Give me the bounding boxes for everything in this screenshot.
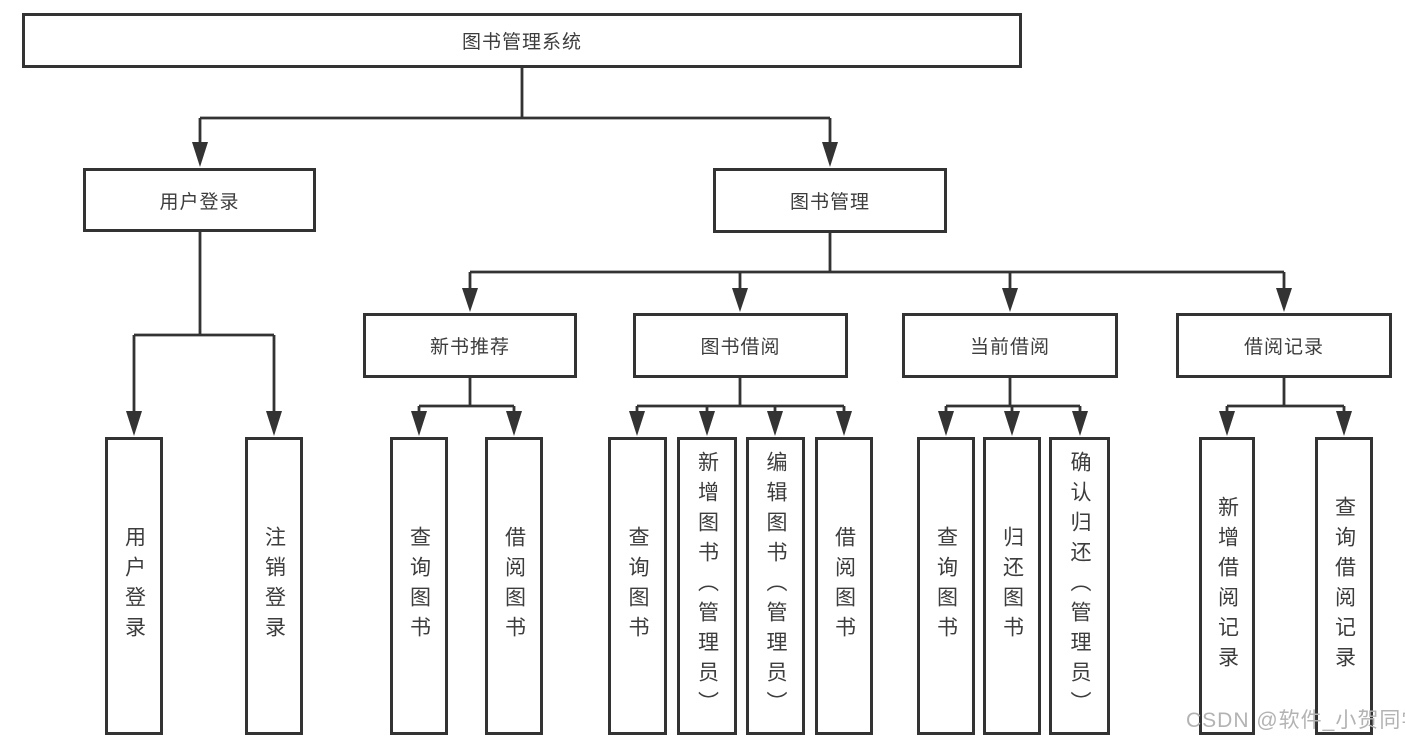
connector-root [192, 68, 838, 167]
connector-current-borrow [938, 378, 1088, 436]
leaf-query-books-recommend: 查询图书 [390, 437, 448, 735]
leaf-add-book-admin: 新增图书（管理员） [677, 437, 737, 735]
arrow-down-icon [1276, 288, 1292, 312]
arrow-down-icon [1072, 411, 1088, 436]
arrow-down-icon [1002, 288, 1018, 312]
node-borrow-records-label: 借阅记录 [1243, 337, 1324, 358]
leaf-borrow-books: 借阅图书 [815, 437, 873, 735]
arrow-down-icon [699, 411, 715, 436]
node-new-book-recommend-label: 新书推荐 [429, 337, 510, 358]
leaf-query-borrow-record: 查询借阅记录 [1315, 437, 1373, 735]
arrow-down-icon [1219, 411, 1235, 436]
node-current-borrow: 当前借阅 [902, 313, 1118, 378]
node-root-label: 图书管理系统 [461, 32, 582, 53]
node-book-management-label: 图书管理 [789, 192, 870, 213]
arrow-down-icon [822, 142, 838, 167]
connector-new-book-recommend [411, 378, 522, 436]
leaf-confirm-return-admin: 确认归还（管理员） [1049, 437, 1110, 735]
node-borrow-records: 借阅记录 [1176, 313, 1392, 378]
arrow-down-icon [1004, 411, 1020, 436]
node-book-borrow: 图书借阅 [633, 313, 848, 378]
node-new-book-recommend: 新书推荐 [363, 313, 577, 378]
arrow-down-icon [629, 411, 645, 436]
connector-user-login [126, 232, 282, 436]
arrow-down-icon [836, 411, 852, 436]
leaf-user-login: 用户登录 [105, 437, 163, 735]
node-user-login: 用户登录 [83, 168, 316, 232]
node-current-borrow-label: 当前借阅 [969, 337, 1050, 358]
arrow-down-icon [192, 142, 208, 167]
node-book-borrow-label: 图书借阅 [700, 337, 781, 358]
leaf-edit-book-admin: 编辑图书（管理员） [746, 437, 805, 735]
connector-borrow-records [1219, 378, 1352, 436]
node-user-login-label: 用户登录 [159, 191, 240, 213]
arrow-down-icon [506, 411, 522, 436]
arrow-down-icon [938, 411, 954, 436]
arrow-down-icon [126, 411, 142, 436]
connector-book-management [462, 233, 1292, 312]
arrow-down-icon [767, 411, 783, 436]
leaf-borrow-books-recommend: 借阅图书 [485, 437, 543, 735]
arrow-down-icon [266, 411, 282, 436]
leaf-return-book: 归还图书 [983, 437, 1041, 735]
leaf-add-borrow-record: 新增借阅记录 [1199, 437, 1255, 735]
leaf-query-books-borrow: 查询图书 [608, 437, 667, 735]
arrow-down-icon [732, 288, 748, 312]
leaf-query-books-current: 查询图书 [917, 437, 975, 735]
arrow-down-icon [462, 288, 478, 312]
arrow-down-icon [1336, 411, 1352, 436]
node-root: 图书管理系统 [22, 13, 1022, 68]
leaf-logout: 注销登录 [245, 437, 303, 735]
watermark-text: CSDN @软件_小贺同学 [1186, 709, 1405, 732]
arrow-down-icon [411, 411, 427, 436]
node-book-management: 图书管理 [713, 168, 947, 233]
connector-book-borrow [629, 378, 852, 436]
